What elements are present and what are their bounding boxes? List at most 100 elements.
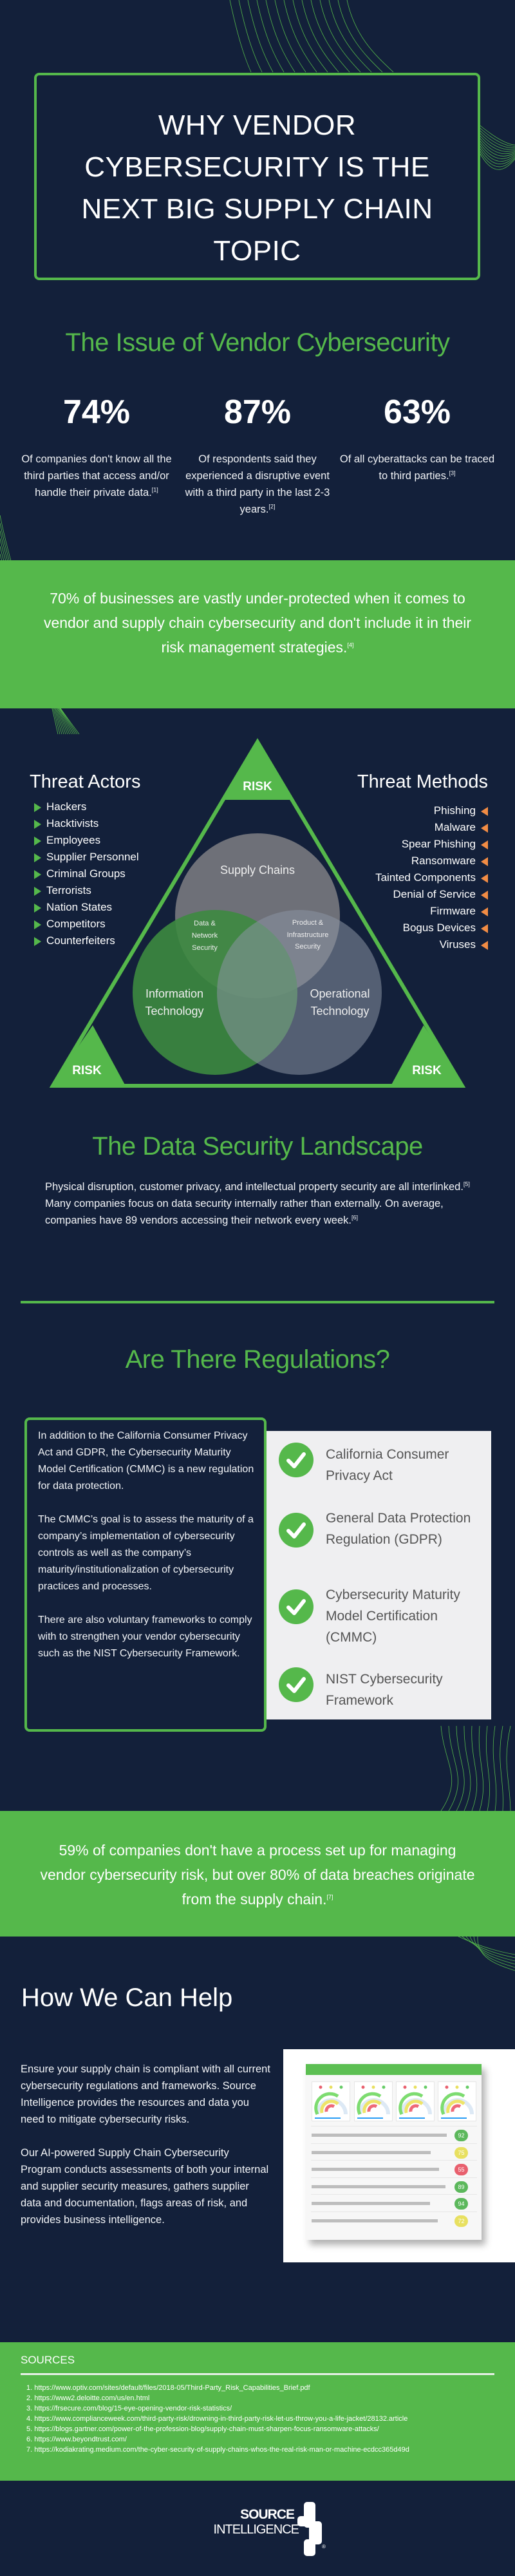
wave-line bbox=[480, 133, 515, 150]
row-divider bbox=[311, 2211, 477, 2212]
source-link[interactable]: 4. https://www.complianceweek.com/third-… bbox=[26, 2415, 408, 2423]
wave-line bbox=[480, 135, 515, 152]
row-divider bbox=[311, 2143, 477, 2144]
risk-corner-top bbox=[222, 741, 293, 800]
section-divider bbox=[21, 1301, 494, 1303]
source-link[interactable]: 7. https://kodiakrating.medium.com/the-c… bbox=[26, 2446, 409, 2454]
triangle-bullet-icon bbox=[481, 923, 488, 933]
wave-line bbox=[274, 0, 306, 73]
title-line: NEXT BIG SUPPLY CHAIN bbox=[81, 193, 433, 225]
risk-label: RISK bbox=[72, 1064, 102, 1077]
sources-list: 1. https://www.optiv.com/sites/default/f… bbox=[26, 2383, 515, 2455]
triangle-bullet-icon bbox=[481, 857, 488, 866]
regulation-item: California Consumer Privacy Act bbox=[279, 1443, 485, 1507]
wave-line bbox=[480, 130, 515, 148]
wave-line bbox=[469, 1936, 515, 1965]
threat-method-item: Viruses bbox=[375, 936, 488, 953]
wave-line bbox=[492, 1725, 497, 1812]
wave-line bbox=[328, 0, 372, 73]
page-title: WHY VENDOR CYBERSECURITY IS THE NEXT BIG… bbox=[37, 104, 478, 272]
triangle-bullet-icon bbox=[34, 802, 41, 812]
regulations-paragraph: In addition to the California Consumer P… bbox=[38, 1430, 254, 1492]
venn-label: Information bbox=[145, 987, 203, 1000]
threat-methods-title: Threat Methods bbox=[357, 772, 488, 792]
gauge-card bbox=[438, 2081, 476, 2121]
wave-line bbox=[462, 1936, 515, 1958]
wave-line bbox=[310, 0, 350, 73]
wave-line bbox=[480, 143, 515, 159]
title-line: TOPIC bbox=[213, 235, 301, 267]
source-link[interactable]: 2. https://www2.deloitte.com/us/en.html bbox=[26, 2394, 150, 2402]
score-badge: 72 bbox=[454, 2215, 468, 2227]
regulations-paragraph: There are also voluntary frameworks to c… bbox=[38, 1615, 252, 1659]
stat-value: 87% bbox=[223, 393, 292, 431]
row-divider bbox=[311, 2177, 477, 2178]
wave-line bbox=[346, 0, 394, 73]
source-link[interactable]: 3. https://frsecure.com/blog/15-eye-open… bbox=[26, 2405, 232, 2412]
wave-line bbox=[480, 151, 515, 167]
venn-operational-technology bbox=[217, 910, 382, 1075]
help-heading: How We Can Help bbox=[21, 1984, 233, 2012]
venn-label: Technology bbox=[310, 1005, 369, 1018]
regulation-item: General Data Protection Regulation (GDPR… bbox=[279, 1511, 485, 1577]
mockup-row-bar bbox=[312, 2219, 438, 2222]
check-circle-icon bbox=[279, 1667, 314, 1702]
row-divider bbox=[311, 2160, 477, 2161]
check-circle-icon bbox=[279, 1589, 314, 1624]
stat-description: Of companies don't know all the third pa… bbox=[21, 453, 172, 498]
risk-corner-left bbox=[51, 1025, 126, 1087]
stat-description: Of all cyberattacks can be traced to thi… bbox=[339, 453, 495, 482]
wave-line bbox=[506, 1725, 511, 1812]
help-paragraph: Ensure your supply chain is compliant wi… bbox=[21, 2063, 270, 2125]
stat-74: 74% Of companies don't know all the thir… bbox=[16, 393, 177, 501]
triangle-outline bbox=[49, 738, 466, 1088]
help-text: Ensure your supply chain is compliant wi… bbox=[21, 2061, 272, 2228]
wave-line bbox=[283, 0, 317, 73]
threat-actor-item: Criminal Groups bbox=[34, 866, 139, 882]
callout-text: 70% of businesses are vastly under-prote… bbox=[43, 590, 472, 656]
mockup-header-bar bbox=[306, 2064, 482, 2075]
wave-line bbox=[477, 1936, 515, 1971]
title-line: WHY VENDOR bbox=[158, 109, 357, 141]
venn-label: Technology bbox=[145, 1005, 203, 1018]
triangle-bullet-icon bbox=[481, 873, 488, 883]
venn-label: Supply Chains bbox=[220, 864, 295, 876]
venn-label: Product & bbox=[292, 919, 324, 927]
venn-label: Security bbox=[295, 943, 321, 951]
score-badge: 75 bbox=[454, 2146, 468, 2159]
triangle-bullet-icon bbox=[34, 936, 41, 946]
threat-actor-item: Nation States bbox=[34, 899, 139, 916]
wave-line bbox=[256, 0, 285, 73]
wave-line bbox=[265, 0, 295, 73]
triangle-bullet-icon bbox=[34, 903, 41, 913]
source-link[interactable]: 5. https://blogs.gartner.com/power-of-th… bbox=[26, 2425, 379, 2433]
score-badge: 92 bbox=[454, 2130, 468, 2141]
wave-line bbox=[319, 0, 361, 73]
mockup-row-bar bbox=[312, 2168, 439, 2171]
venn-label: Infrastructure bbox=[287, 931, 329, 939]
wave-line bbox=[473, 1936, 515, 1968]
venn-label: Data & bbox=[194, 920, 216, 927]
wave-line bbox=[301, 0, 339, 73]
sources-divider bbox=[21, 2373, 494, 2375]
threat-method-item: Malware bbox=[375, 819, 488, 836]
score-badge: 89 bbox=[454, 2181, 468, 2193]
threat-actor-item: Supplier Personnel bbox=[34, 849, 139, 866]
triangle-bullet-icon bbox=[481, 806, 488, 816]
wave-line bbox=[485, 1725, 491, 1812]
mockup-row-bar bbox=[312, 2134, 447, 2137]
title-line: CYBERSECURITY IS THE bbox=[84, 151, 430, 183]
triangle-bullet-icon bbox=[481, 840, 488, 849]
wave-line bbox=[465, 1936, 515, 1962]
threat-method-item: Ransomware bbox=[375, 853, 488, 869]
source-link[interactable]: 6. https://www.beyondtrust.com/ bbox=[26, 2436, 127, 2443]
wave-line bbox=[337, 0, 383, 73]
source-link[interactable]: 1. https://www.optiv.com/sites/default/f… bbox=[26, 2384, 310, 2392]
venn-label: Network bbox=[192, 932, 218, 940]
triangle-bullet-icon bbox=[34, 836, 41, 846]
threat-method-item: Bogus Devices bbox=[375, 920, 488, 936]
threat-actor-item: Competitors bbox=[34, 916, 139, 933]
sources-title: SOURCES bbox=[21, 2354, 75, 2366]
threat-actor-item: Terrorists bbox=[34, 882, 139, 899]
landscape-paragraph: Physical disruption, customer privacy, a… bbox=[45, 1180, 470, 1226]
